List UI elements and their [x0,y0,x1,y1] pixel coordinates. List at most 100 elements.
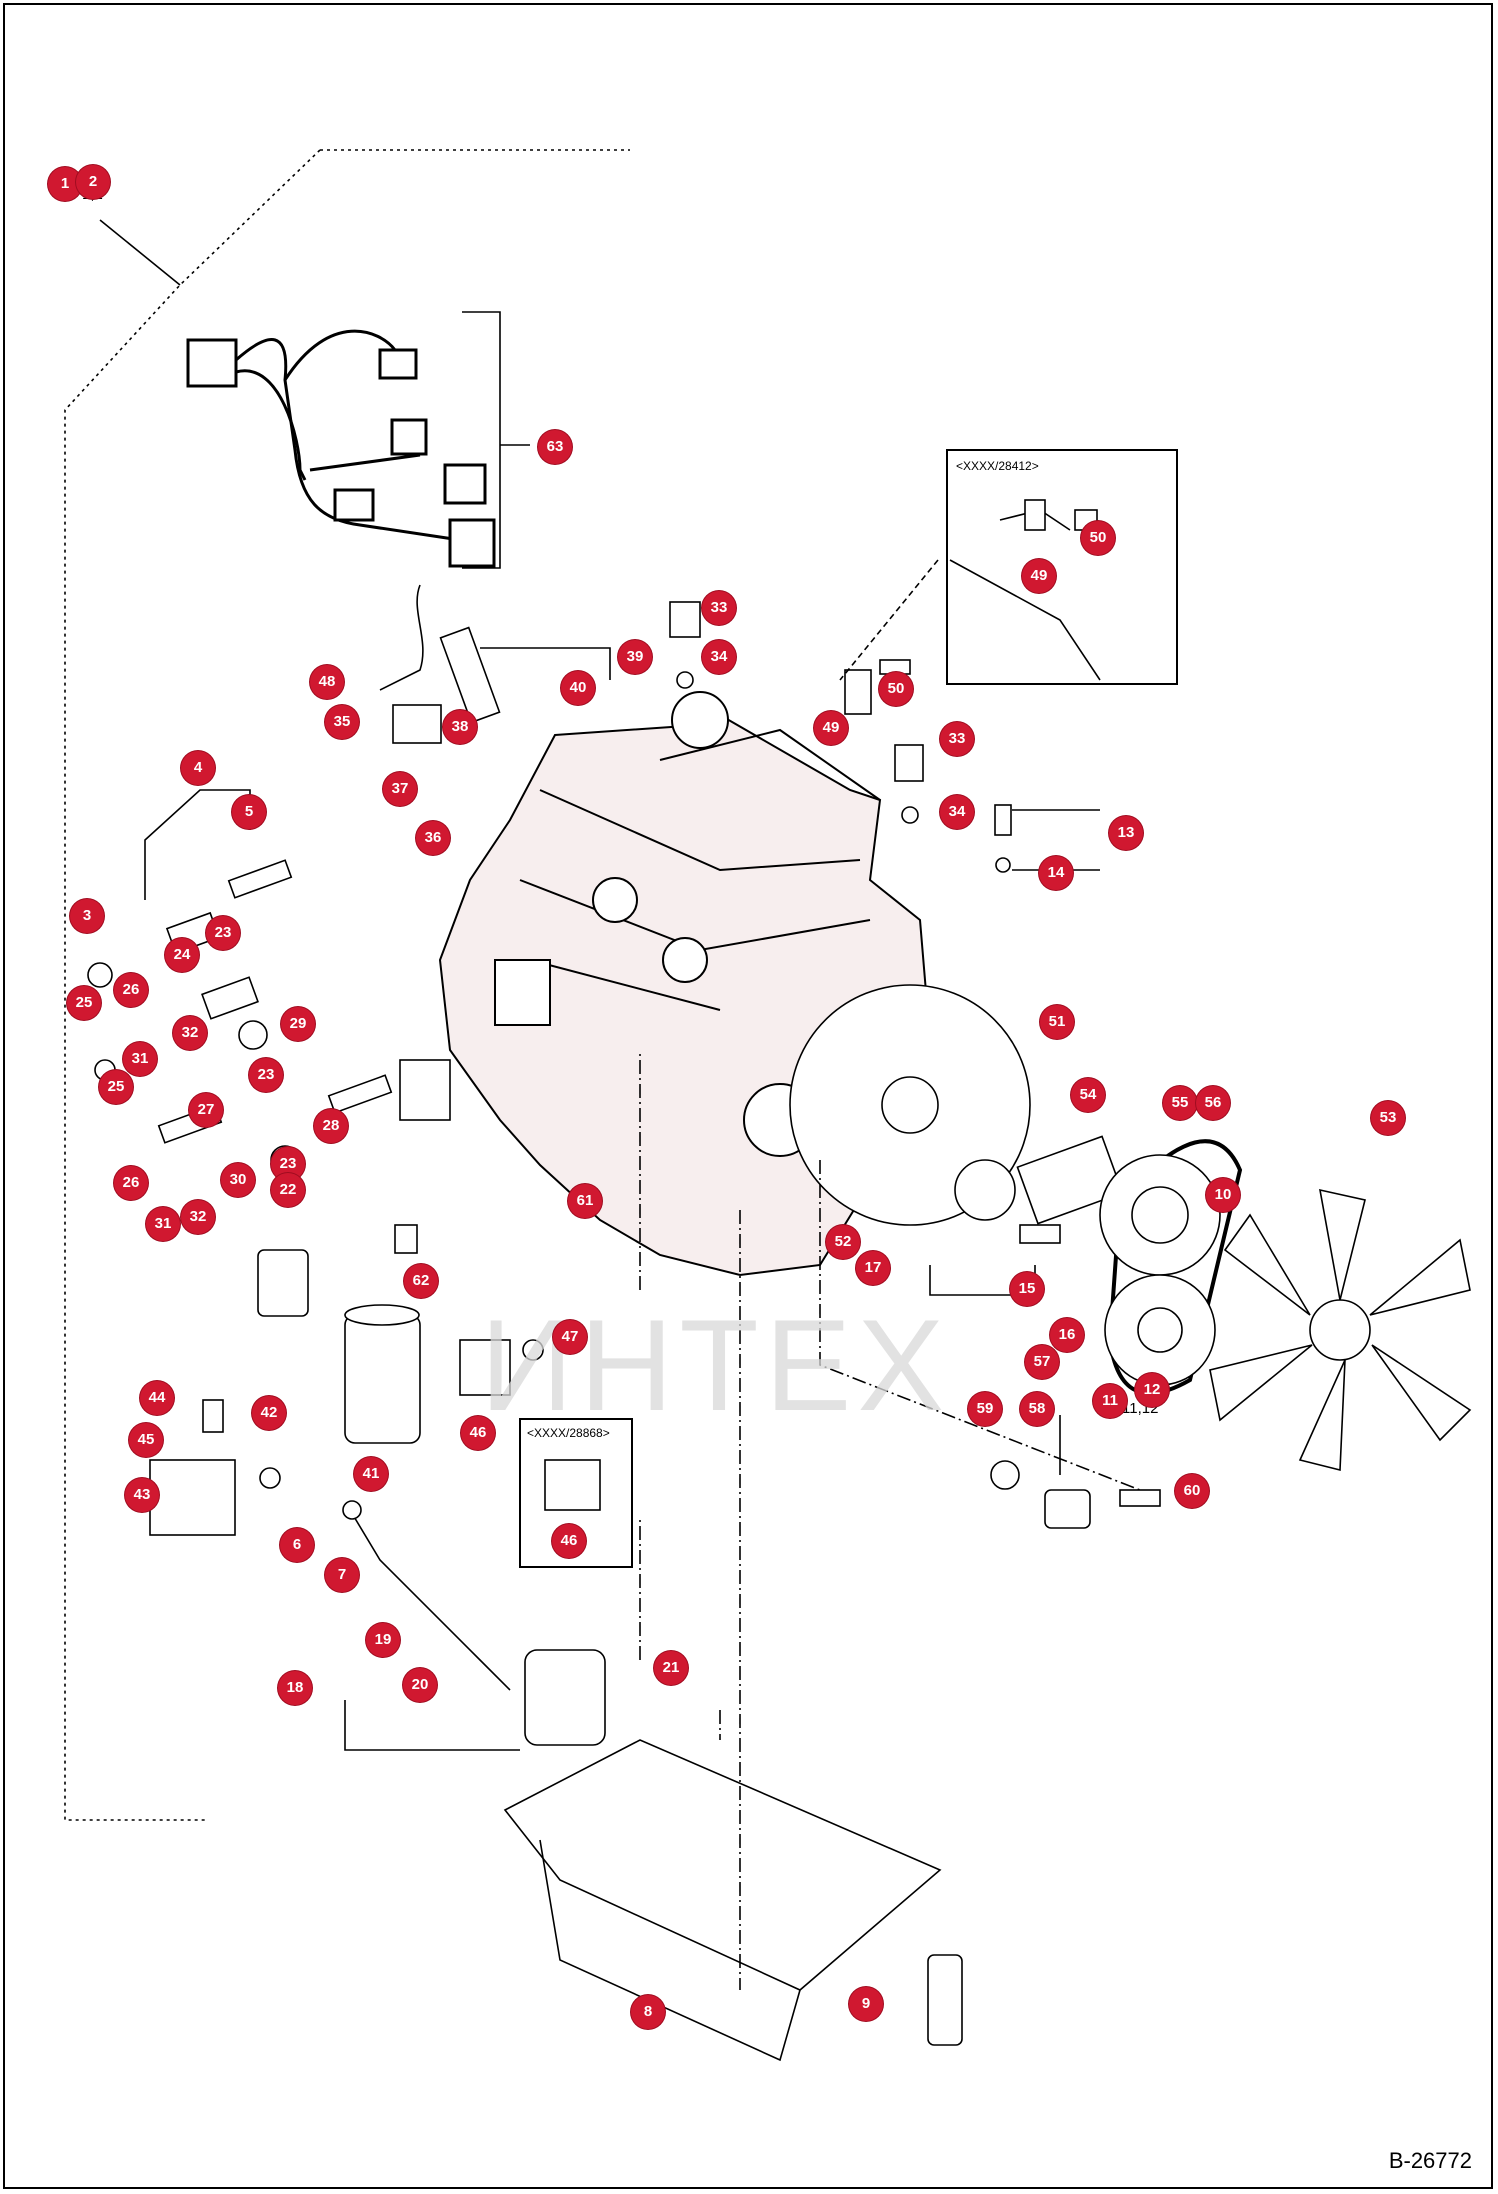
callout-19[interactable]: 19 [366,1623,400,1657]
callout-55[interactable]: 55 [1163,1086,1197,1120]
callout-6[interactable]: 6 [280,1528,314,1562]
callout-54[interactable]: 54 [1071,1078,1105,1112]
callout-24[interactable]: 24 [165,938,199,972]
plug-49 [844,669,872,715]
callout-41[interactable]: 41 [354,1457,388,1491]
fuel-pump [392,704,442,744]
callout-31[interactable]: 31 [146,1207,180,1241]
callout-29[interactable]: 29 [281,1007,315,1041]
leader-1-2 [99,219,181,286]
callout-21[interactable]: 21 [654,1651,688,1685]
shaft [1019,1224,1061,1244]
bolt-60 [1119,1489,1161,1507]
callout-52[interactable]: 52 [826,1225,860,1259]
callout-34[interactable]: 34 [940,795,974,829]
callout-5[interactable]: 5 [232,795,266,829]
callout-17[interactable]: 17 [856,1251,890,1285]
callout-16[interactable]: 16 [1050,1318,1084,1352]
callout-3[interactable]: 3 [70,899,104,933]
serial-box-bottom-label: <XXXX/28868> [527,1426,610,1440]
callout-26[interactable]: 26 [114,1166,148,1200]
callout-25[interactable]: 25 [99,1070,133,1104]
gear-52 [954,1159,1016,1221]
o-ring-14 [995,857,1011,873]
callout-11[interactable]: 11 [1093,1384,1127,1418]
callout-59[interactable]: 59 [968,1392,1002,1426]
serial-box-top-label: <XXXX/28412> [956,459,1039,473]
callout-46[interactable]: 46 [552,1524,586,1558]
callout-30[interactable]: 30 [221,1163,255,1197]
callout-7[interactable]: 7 [325,1558,359,1592]
callout-44[interactable]: 44 [140,1381,174,1415]
callout-23[interactable]: 23 [206,916,240,950]
filter-head [149,1459,236,1536]
callout-8[interactable]: 8 [631,1995,665,2029]
callout-28[interactable]: 28 [314,1109,348,1143]
callout-46[interactable]: 46 [461,1416,495,1450]
callout-23[interactable]: 23 [249,1058,283,1092]
callout-10[interactable]: 10 [1206,1178,1240,1212]
callout-47[interactable]: 47 [553,1320,587,1354]
small-oil-filter [257,1249,309,1317]
solenoid [399,1059,451,1121]
oil-filter-41 [344,1314,421,1444]
callout-53[interactable]: 53 [1371,1101,1405,1135]
callout-50[interactable]: 50 [879,672,913,706]
callout-62[interactable]: 62 [404,1264,438,1298]
callout-27[interactable]: 27 [189,1093,223,1127]
callout-49[interactable]: 49 [1022,559,1056,593]
callout-33[interactable]: 33 [702,591,736,625]
callout-60[interactable]: 60 [1175,1474,1209,1508]
callout-32[interactable]: 32 [181,1200,215,1234]
callout-33[interactable]: 33 [940,722,974,756]
callout-49[interactable]: 49 [814,711,848,745]
callout-48[interactable]: 48 [310,665,344,699]
oil-pump [524,1649,606,1746]
callout-25[interactable]: 25 [67,986,101,1020]
callout-58[interactable]: 58 [1020,1392,1054,1426]
top-thermostat-33 [669,601,701,638]
callout-63[interactable]: 63 [538,430,572,464]
callout-20[interactable]: 20 [403,1668,437,1702]
switch-44 [202,1399,224,1433]
callout-12[interactable]: 12 [1135,1373,1169,1407]
callout-40[interactable]: 40 [561,671,595,705]
callout-14[interactable]: 14 [1039,856,1073,890]
callout-15[interactable]: 15 [1010,1272,1044,1306]
callout-13[interactable]: 13 [1109,816,1143,850]
o-ring-42 [259,1467,281,1489]
callout-38[interactable]: 38 [443,710,477,744]
callout-50[interactable]: 50 [1081,521,1115,555]
leader-serial-box [839,559,939,681]
callout-18[interactable]: 18 [278,1671,312,1705]
sealant-bottle [927,1954,963,2046]
callout-35[interactable]: 35 [325,705,359,739]
callout-36[interactable]: 36 [416,821,450,855]
top-gasket-34 [676,671,694,689]
thermostat-33 [894,744,924,782]
callout-37[interactable]: 37 [383,772,417,806]
bracket-39 [480,647,611,680]
callout-39[interactable]: 39 [618,640,652,674]
callout-4[interactable]: 4 [181,751,215,785]
callout-9[interactable]: 9 [849,1987,883,2021]
water-pump-54 [1016,1135,1124,1225]
callout-43[interactable]: 43 [125,1478,159,1512]
spring-5 [227,859,293,899]
gasket-34 [901,806,919,824]
sensor-13 [994,804,1012,836]
callout-2[interactable]: 2 [76,165,110,199]
callout-57[interactable]: 57 [1025,1345,1059,1379]
callout-51[interactable]: 51 [1040,1005,1074,1039]
callout-32[interactable]: 32 [173,1016,207,1050]
callout-31[interactable]: 31 [123,1042,157,1076]
callout-56[interactable]: 56 [1196,1086,1230,1120]
watermark: ИНТЕХ [480,1292,951,1438]
callout-45[interactable]: 45 [129,1423,163,1457]
callout-42[interactable]: 42 [252,1396,286,1430]
callout-34[interactable]: 34 [702,640,736,674]
callout-22[interactable]: 22 [271,1173,305,1207]
callout-26[interactable]: 26 [114,973,148,1007]
callout-61[interactable]: 61 [568,1184,602,1218]
assembly-bracket-line [64,149,630,1821]
